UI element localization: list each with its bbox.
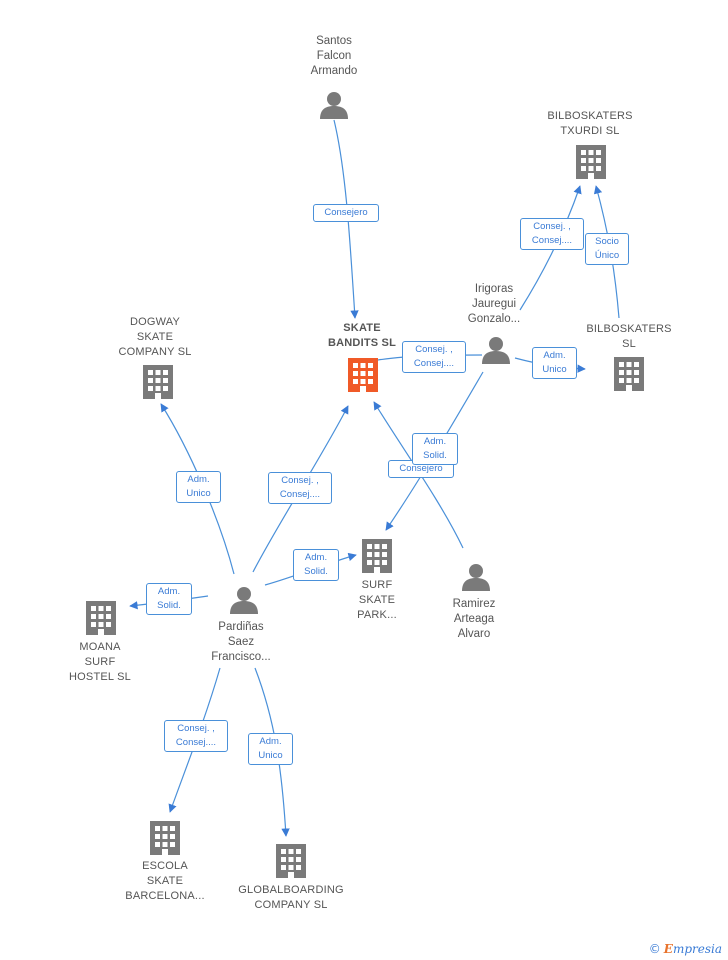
node-label-ramirez[interactable]: Ramirez Arteaga Alvaro: [452, 598, 496, 640]
node-label-santos[interactable]: Santos Falcon Armando: [310, 35, 358, 77]
node-label-globalboarding[interactable]: GLOBALBOARDING COMPANY SL: [238, 884, 344, 911]
node-label-pardinas[interactable]: Pardiñas Saez Francisco...: [211, 621, 271, 663]
edge-label-irigoras-surf[interactable]: Adm. Solid.: [412, 433, 458, 465]
building-icon[interactable]: [143, 365, 173, 399]
person-icon[interactable]: [320, 92, 348, 119]
node-label-surf-skate-park[interactable]: SURF SKATE PARK...: [357, 579, 397, 621]
building-icon[interactable]: [576, 145, 606, 179]
copyright-symbol: ©: [648, 942, 661, 956]
building-icon[interactable]: [362, 539, 392, 573]
node-label-bilboskaters[interactable]: BILBOSKATERS SL: [586, 323, 672, 350]
building-icon[interactable]: [614, 357, 644, 391]
edge-label-pardinas-global[interactable]: Adm. Unico: [248, 733, 293, 765]
edge-label-pardinas-escola[interactable]: Consej. , Consej....: [164, 720, 228, 752]
building-icon[interactable]: [276, 844, 306, 878]
node-label-dogway[interactable]: DOGWAY SKATE COMPANY SL: [118, 316, 192, 358]
edge-label-santos-bandits[interactable]: Consejero: [313, 204, 379, 222]
node-label-irigoras[interactable]: Irigoras Jauregui Gonzalo...: [467, 283, 521, 325]
building-icon[interactable]: [150, 821, 180, 855]
node-label-escola[interactable]: ESCOLA SKATE BARCELONA...: [125, 860, 205, 902]
edge-label-pardinas-surf[interactable]: Adm. Solid.: [293, 549, 339, 581]
edge-label-pardinas-dogway[interactable]: Adm. Unico: [176, 471, 221, 503]
brand-watermark: ©Empresia: [649, 942, 722, 956]
person-icon[interactable]: [482, 337, 510, 364]
person-icon[interactable]: [462, 564, 490, 591]
edge-label-irigoras-bilbo[interactable]: Adm. Unico: [532, 347, 577, 379]
node-label-skate-bandits[interactable]: SKATE BANDITS SL: [328, 322, 396, 349]
person-icon[interactable]: [230, 587, 258, 614]
edge-label-pardinas-moana[interactable]: Adm. Solid.: [146, 583, 192, 615]
brand-initial: E: [663, 942, 673, 956]
edge-label-pardinas-bandits[interactable]: Consej. , Consej....: [268, 472, 332, 504]
brand-name: mpresia: [672, 942, 722, 956]
building-icon[interactable]: [348, 358, 378, 392]
edge-label-irigoras-bandits[interactable]: Consej. , Consej....: [402, 341, 466, 373]
node-label-bilboskaters-txurdi[interactable]: BILBOSKATERS TXURDI SL: [547, 110, 633, 137]
building-icon[interactable]: [86, 601, 116, 635]
edge-label-irigoras-txurdi[interactable]: Consej. , Consej....: [520, 218, 584, 250]
edge-label-bilbo-txurdi[interactable]: Socio Único: [585, 233, 629, 265]
node-label-moana[interactable]: MOANA SURF HOSTEL SL: [69, 641, 131, 683]
